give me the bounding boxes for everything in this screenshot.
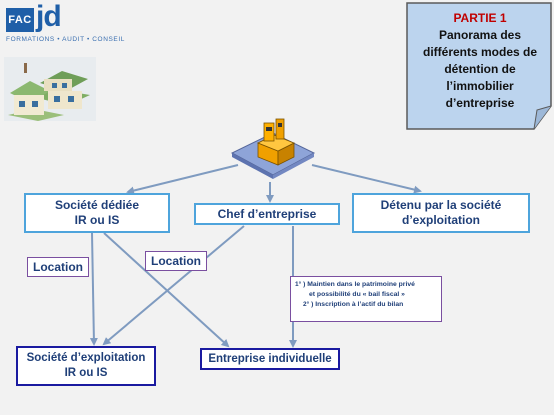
section-title-line: l’immobilier [446, 79, 514, 93]
houses-banknotes-image [4, 57, 96, 121]
note-item-1-cont: et possibilité du « bail fiscal » [309, 291, 405, 298]
arrow-to-societe-dediee [126, 164, 239, 195]
section-banner: PARTIE 1 Panorama des différents modes d… [406, 2, 552, 130]
section-title-line: différents modes de [422, 45, 538, 59]
note-item-1: 1° ) Maintien dans le patrimoine privé [295, 280, 437, 290]
location-label-left: Location [27, 257, 89, 277]
box-line: Société d’exploitation [26, 352, 146, 364]
note-marker: 1° [295, 281, 302, 288]
box-societe-exploitation: Société d’exploitation IR ou IS [16, 346, 156, 386]
section-title-line: Panorama des [438, 28, 522, 42]
notes-box: 1° ) Maintien dans le patrimoine privé e… [290, 276, 442, 322]
box-line: Chef d’entreprise [217, 207, 317, 221]
note-marker: 2° [303, 301, 310, 308]
section-number: PARTIE 1 [453, 11, 507, 25]
banner-shape [406, 2, 552, 130]
box-line: IR ou IS [64, 367, 108, 379]
box-line: Société dédiée [54, 198, 140, 212]
company-logo: FAC jd FORMATIONS • AUDIT • CONSEIL [4, 0, 154, 48]
logo-tagline: FORMATIONS • AUDIT • CONSEIL [6, 36, 125, 43]
box-societe-dediee: Société dédiée IR ou IS [24, 193, 170, 233]
logo-name: jd [36, 0, 62, 33]
arrow-societe-to-exploit [89, 232, 98, 346]
building-package-icon [230, 118, 316, 179]
box-chef-entreprise: Chef d’entreprise [194, 203, 340, 225]
section-title-line: détention de [444, 62, 516, 76]
box-line: d’exploitation [402, 213, 480, 227]
section-title-line: d’entreprise [445, 96, 515, 110]
arrow-chef-to-exploit [102, 225, 245, 346]
note-item-2: 2° ) Inscription à l’actif du bilan [295, 300, 437, 310]
box-line: Détenu par la société [380, 198, 502, 212]
arrow-societe-to-indiv [103, 232, 230, 348]
note-text: ) Inscription à l’actif du bilan [311, 301, 404, 308]
box-detenu-societe: Détenu par la société d’exploitation [352, 193, 530, 233]
logo-mark: FAC [6, 8, 34, 32]
arrow-to-detenu [311, 164, 422, 194]
note-text: ) Maintien dans le patrimoine privé [303, 281, 415, 288]
section-banner-text: PARTIE 1 Panorama des différents modes d… [414, 10, 546, 112]
box-line: IR ou IS [74, 213, 120, 227]
location-label-right: Location [145, 251, 207, 271]
box-entreprise-individuelle: Entreprise individuelle [200, 348, 340, 370]
box-line: Entreprise individuelle [208, 353, 332, 365]
